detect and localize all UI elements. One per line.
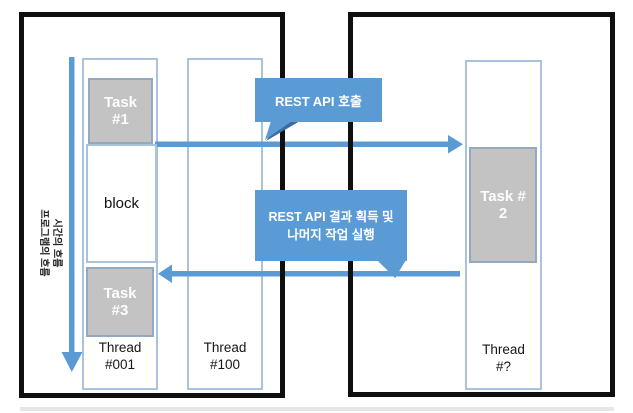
rest-result-line2: 나머지 작업 실행 bbox=[287, 227, 375, 242]
block-label: block bbox=[103, 195, 140, 212]
task3-line2: #3 bbox=[111, 302, 129, 319]
thread-100-label: Thread #100 bbox=[187, 339, 263, 373]
task2-line2: 2 bbox=[498, 205, 508, 222]
task1-box: Task #1 bbox=[88, 78, 153, 144]
thread-001-line2: #001 bbox=[104, 357, 136, 372]
time-flow-line2: 프로그램의 흐름 bbox=[38, 209, 49, 277]
result-bubble-tail-icon bbox=[377, 260, 406, 278]
rest-result-bubble: REST API 결과 획득 및 나머지 작업 실행 bbox=[255, 190, 407, 261]
rest-call-text: REST API 호출 bbox=[274, 93, 362, 109]
time-arrow-icon bbox=[61, 57, 83, 372]
thread-100-line1: Thread bbox=[203, 340, 247, 355]
task3-box: Task #3 bbox=[86, 267, 154, 337]
rest-call-bubble: REST API 호출 bbox=[255, 78, 382, 122]
task1-line2: #1 bbox=[112, 111, 129, 128]
bottom-artifact-strip bbox=[20, 407, 614, 411]
thread-001-label: Thread #001 bbox=[82, 339, 158, 373]
thread-unknown-line2: #? bbox=[495, 359, 512, 374]
time-flow-label: 시간의 흐름 프로그램의 흐름 bbox=[37, 180, 63, 306]
task3-line1: Task bbox=[103, 285, 137, 302]
call-bubble-tail-icon bbox=[265, 121, 300, 141]
thread-unknown-line1: Thread bbox=[482, 342, 525, 357]
task2-line1: Task # bbox=[480, 188, 526, 205]
block-box: block bbox=[86, 144, 157, 263]
thread-001-line1: Thread bbox=[98, 340, 142, 355]
task2-box: Task # 2 bbox=[469, 147, 537, 263]
time-flow-line1: 시간의 흐름 bbox=[51, 218, 62, 268]
thread-column-100 bbox=[187, 58, 263, 390]
task1-line1: Task bbox=[103, 94, 138, 111]
thread-100-line2: #100 bbox=[209, 357, 241, 372]
thread-unknown-label: Thread #? bbox=[465, 341, 542, 375]
rest-result-line1: REST API 결과 획득 및 bbox=[268, 209, 394, 224]
